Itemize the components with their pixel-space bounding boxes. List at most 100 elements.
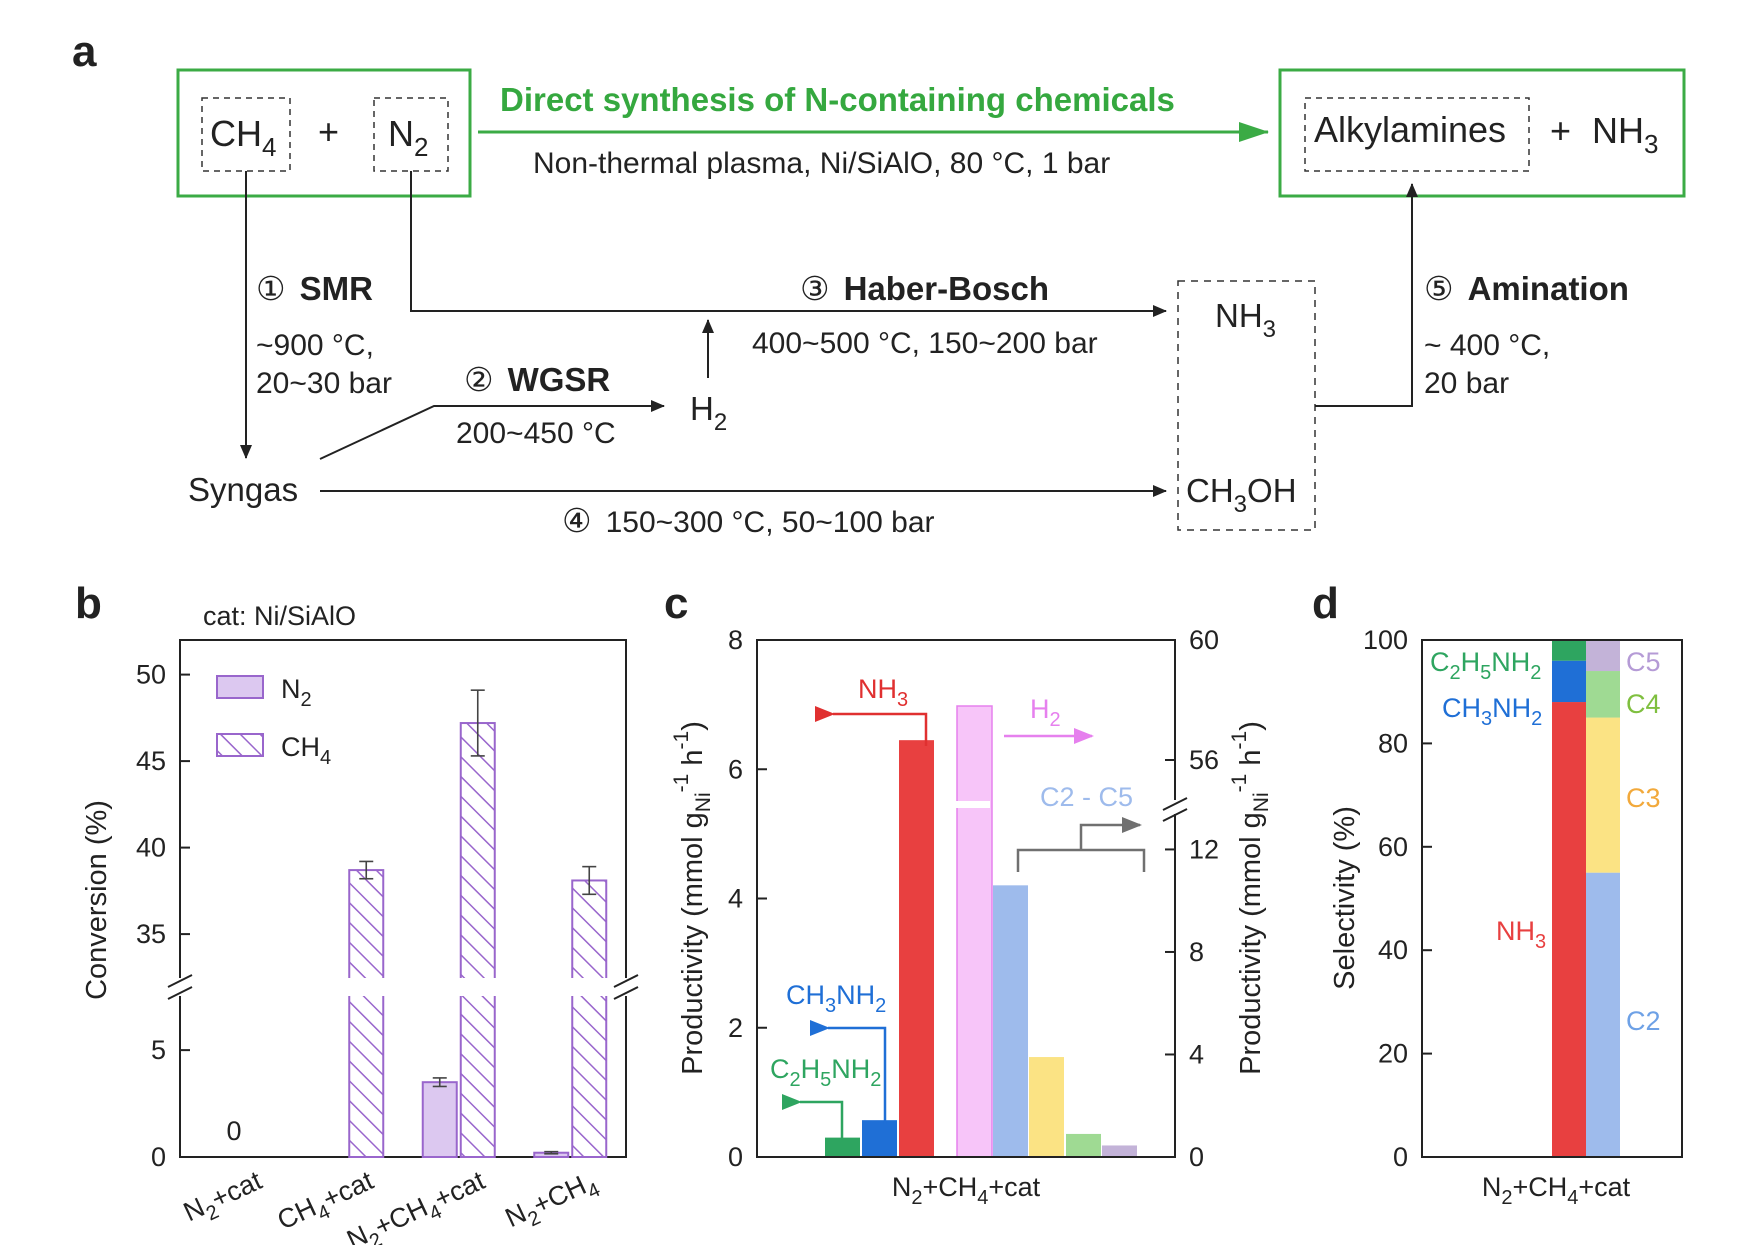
d-c3-label: C3 (1626, 783, 1661, 813)
legend-label-n2: N2 (281, 674, 312, 711)
panel-label-c: c (664, 579, 688, 628)
amination-conditions-2: 20 bar (1424, 367, 1509, 400)
legend-swatch-n2 (216, 675, 264, 699)
d-segment-c4 (1586, 671, 1620, 718)
c-bar-ch3nh2 (862, 1120, 897, 1157)
nh3-intermediate-label: NH3 (1215, 297, 1276, 343)
b-y-tick-label: 0 (151, 1142, 166, 1172)
panel-b-frame (179, 639, 627, 1158)
panel-b-break-gap (170, 978, 640, 996)
legend-label-ch4: CH4 (281, 732, 331, 769)
d-y-tick-label: 60 (1378, 832, 1408, 862)
panel-b-break-mark-right-1 (613, 974, 639, 988)
c2-c5-annotation: C2 - C5 (1040, 782, 1133, 812)
legend-swatch-ch4 (216, 733, 264, 757)
alkylamines-label: Alkylamines (1314, 109, 1506, 150)
c-bar-h2 (956, 705, 993, 1158)
panel-c-left-y-axis-title: Productivity (mmol gNi-1 h-1) (670, 721, 715, 1075)
panel-d-bars (1552, 640, 1620, 1157)
panel-c-break-mark-2 (1162, 808, 1188, 822)
panel-b-break-mark-left-1 (167, 974, 193, 988)
c2-c5-bracket (1016, 848, 1146, 872)
smr-conditions-1: ~900 °C, (256, 329, 374, 362)
amination-arrow (1315, 183, 1418, 407)
b-y-tick-label: 40 (136, 833, 166, 863)
panel-c-break-mark-1 (1162, 797, 1188, 811)
d-segment-c3 (1586, 717, 1620, 873)
d-y-tick-label: 20 (1378, 1039, 1408, 1069)
h2-bar-break-gap (950, 801, 990, 808)
c-bar-c5 (1102, 1145, 1137, 1157)
d-c4-label: C4 (1626, 689, 1661, 719)
nh3-annotation: NH3 (858, 674, 908, 711)
ch4-dashed-box (201, 97, 291, 172)
panel-b-break-mark-left-2 (167, 986, 193, 1000)
c-bar-nh3 (899, 740, 934, 1157)
c2h5nh2-annotation: C2H5NH2 (770, 1054, 881, 1091)
syngas-label: Syngas (188, 471, 298, 508)
panel-c-right-y-axis-title: Productivity (mmol gNi-1 h-1) (1228, 721, 1273, 1075)
b-y-tick-label: 50 (136, 660, 166, 690)
d-c2h5nh2-label: C2H5NH2 (1430, 647, 1541, 684)
panel-a: a CH4 + N2 Direct synthesis of N-contain… (72, 27, 1686, 539)
c-right-y-tick-label: 0 (1189, 1142, 1204, 1172)
b-bar-n2 (421, 1081, 458, 1158)
catalyst-annotation: cat: Ni/SiAlO (203, 601, 356, 631)
b-y-tick-label: 35 (136, 919, 166, 949)
panel-label-d: d (1312, 579, 1339, 628)
d-y-tick-label: 100 (1363, 625, 1408, 655)
ch3oh-label: CH3OH (1186, 472, 1297, 518)
b-x-tick-label: N2+cat (179, 1165, 270, 1234)
d-c2-label: C2 (1626, 1006, 1661, 1036)
c-right-y-tick-label: 60 (1189, 625, 1219, 655)
d-y-tick-label: 40 (1378, 935, 1408, 965)
panel-b-break-mark-right-2 (613, 986, 639, 1000)
panel-d-frame (1421, 639, 1683, 1158)
c-right-y-tick-label: 56 (1189, 745, 1219, 775)
c-bar-c3 (1029, 1057, 1064, 1157)
panel-b-bars (348, 689, 608, 1159)
products-box (1278, 68, 1686, 198)
nh3-product-label: NH3 (1592, 110, 1658, 159)
direct-synthesis-title: Direct synthesis of N-containing chemica… (500, 81, 1175, 118)
d-nh3-label: NH3 (1496, 916, 1546, 953)
smr-conditions-2: 20~30 bar (256, 367, 392, 400)
d-segment-c2 (1586, 872, 1620, 1157)
c-left-y-tick-label: 4 (728, 884, 743, 914)
c-left-y-tick-label: 0 (728, 1142, 743, 1172)
panel-d-x-label: N2+CH4+cat (1482, 1172, 1631, 1209)
products-plus-sign: + (1550, 110, 1571, 151)
h2-label: H2 (690, 390, 727, 436)
plus-sign: + (318, 111, 339, 152)
h2-annotation: H2 (1030, 694, 1061, 731)
direct-synthesis-conditions: Non-thermal plasma, Ni/SiAlO, 80 °C, 1 b… (533, 147, 1110, 180)
d-segment-c2h5nh2 (1552, 640, 1586, 661)
d-segment-c5 (1586, 640, 1620, 672)
b-y-tick-label: 5 (151, 1035, 166, 1065)
b-y-tick-label: 45 (136, 746, 166, 776)
c-right-y-tick-label: 4 (1189, 1039, 1204, 1069)
wgsr-arrow (319, 400, 665, 460)
c-bar-c2 (993, 885, 1028, 1157)
value-label-zero: 0 (226, 1116, 241, 1146)
reactants-box (176, 68, 472, 198)
ch3nh2-left-axis-arrow (810, 1020, 887, 1124)
panel-c-x-label: N2+CH4+cat (892, 1172, 1041, 1209)
c-right-y-tick-label: 12 (1189, 834, 1219, 864)
c-bar-c4 (1066, 1133, 1101, 1157)
amination-conditions-1: ~ 400 °C, (1424, 329, 1550, 362)
ch3nh2-annotation: CH3NH2 (786, 980, 886, 1017)
b-x-tick-label: CH4+cat (273, 1165, 381, 1242)
c2-c5-right-axis-arrow (1079, 817, 1142, 850)
